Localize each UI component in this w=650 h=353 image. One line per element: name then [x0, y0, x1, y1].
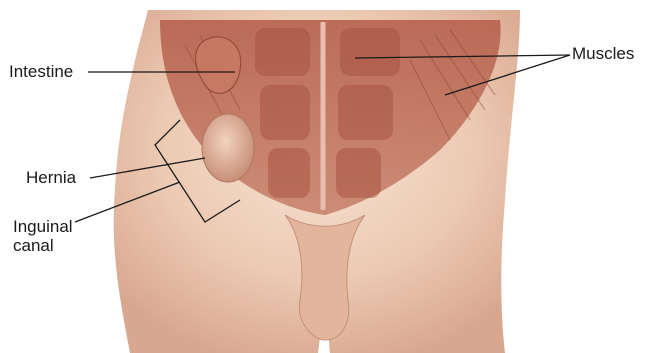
muscles-label: Muscles: [572, 44, 634, 64]
hernia-bulge: [202, 114, 254, 182]
inguinal-canal-label: Inguinal canal: [13, 217, 73, 255]
inguinal-label-line2: canal: [13, 236, 73, 255]
intestine-label: Intestine: [9, 62, 73, 82]
hernia-label: Hernia: [26, 168, 76, 188]
inguinal-label-line1: Inguinal: [13, 217, 73, 236]
